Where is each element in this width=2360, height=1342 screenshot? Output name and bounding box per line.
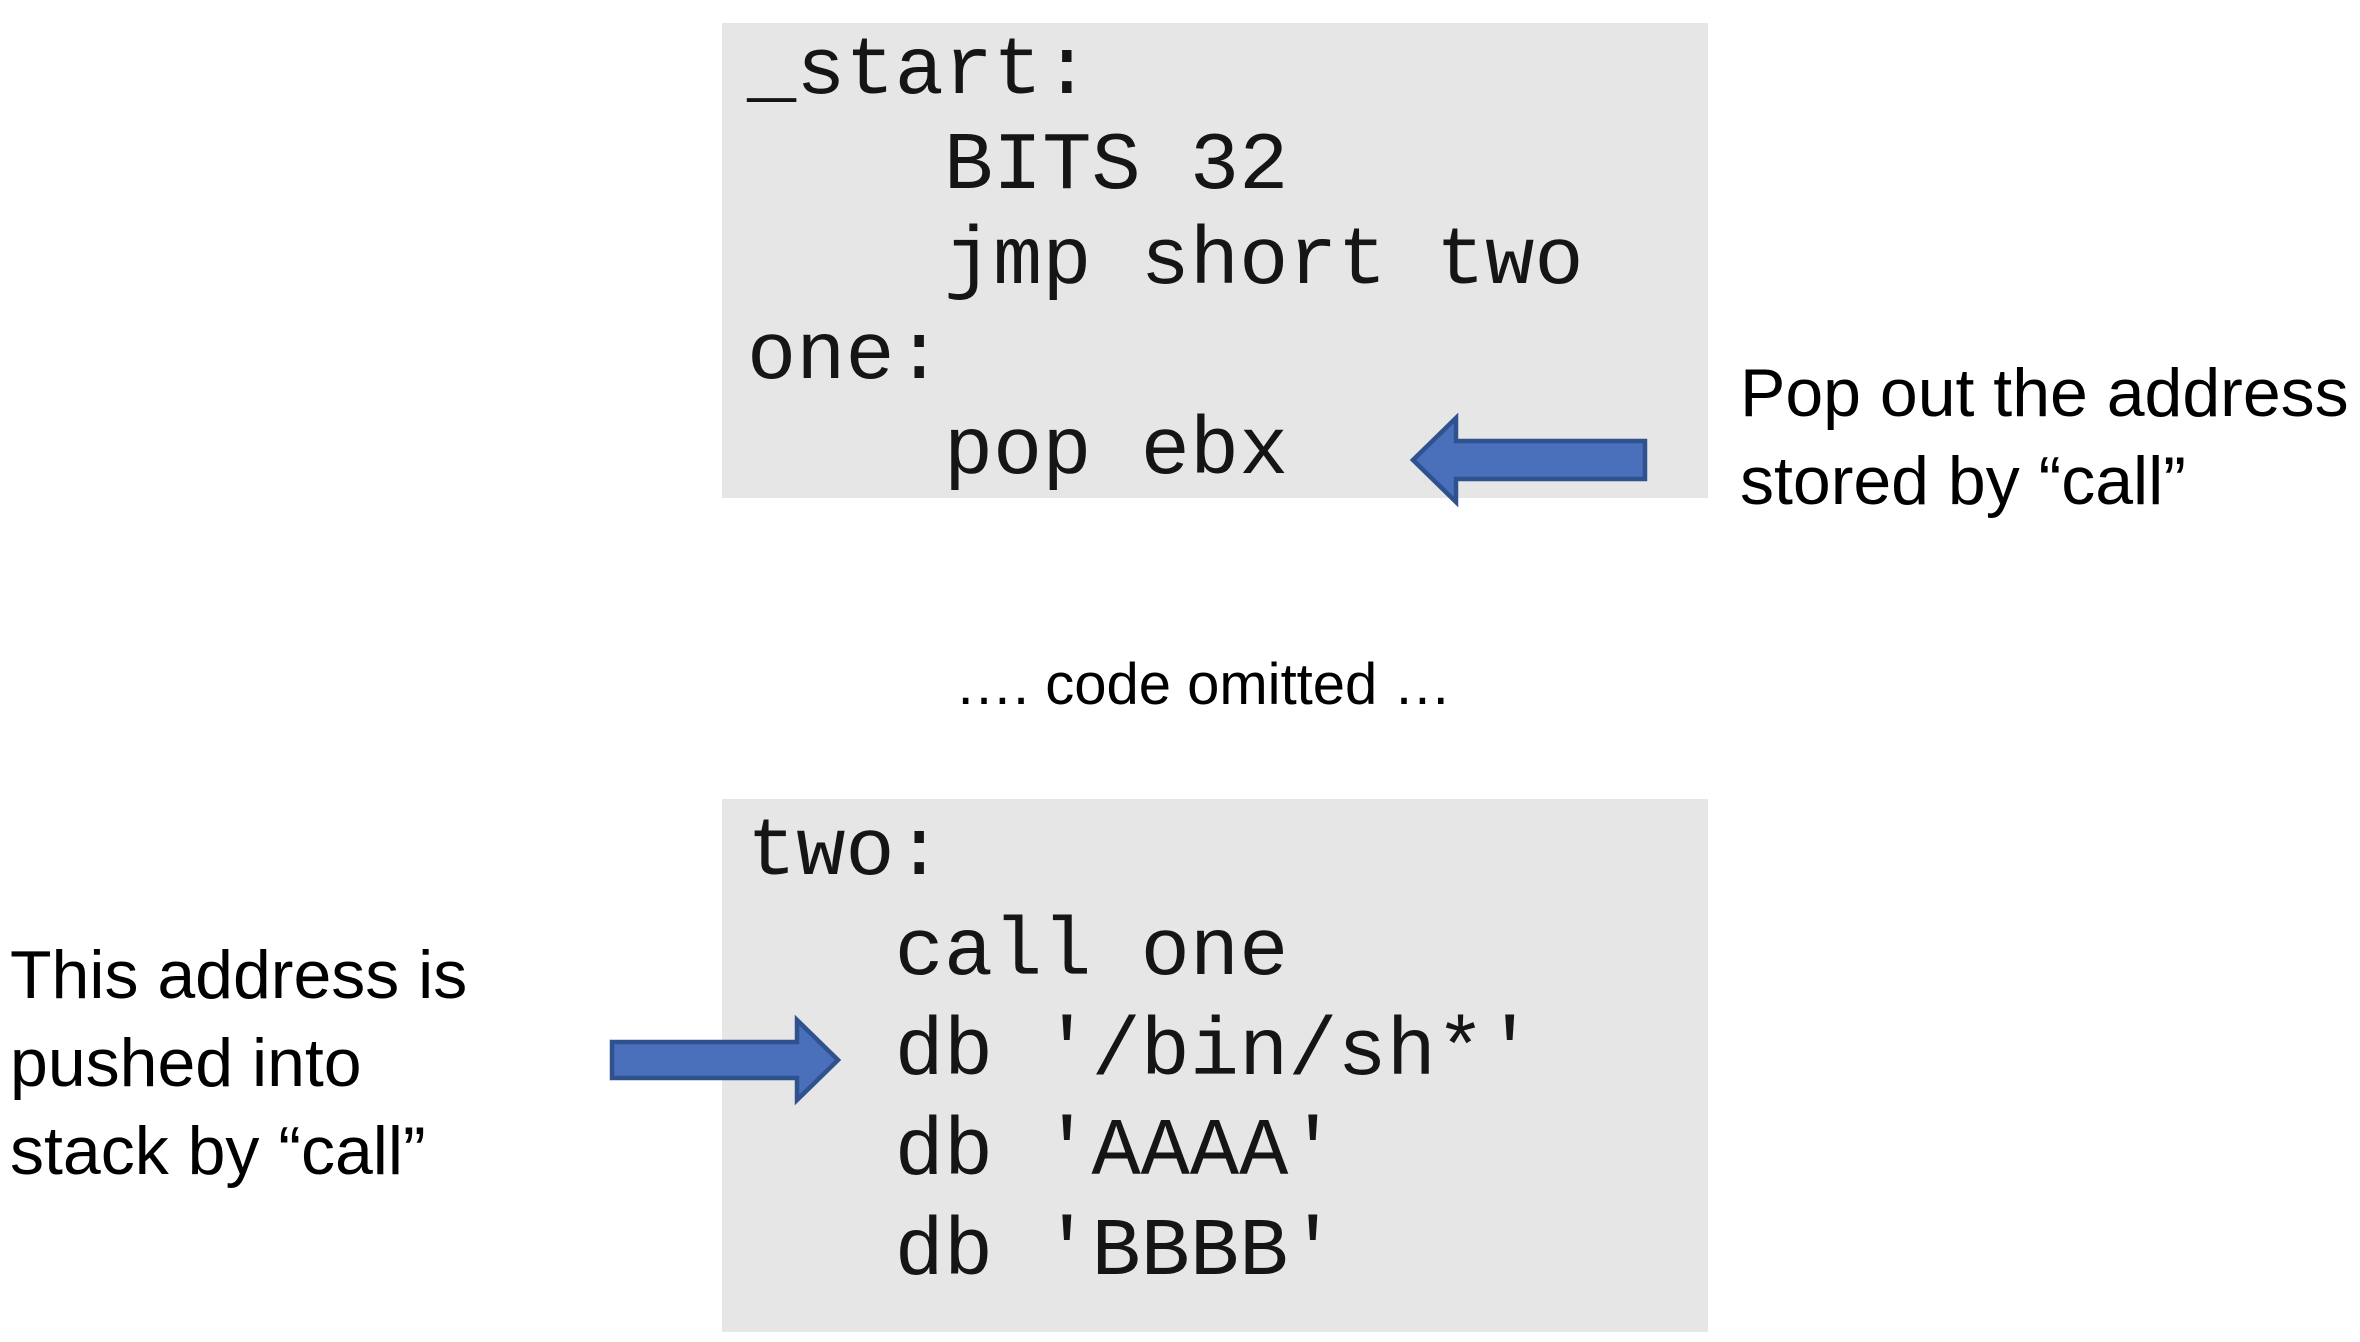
annotation-push-note-line1: This address is xyxy=(10,937,468,1013)
arrow-right-icon xyxy=(609,1014,842,1106)
code-omitted-label: …. code omitted … xyxy=(955,652,1452,717)
annotation-push-note: This address is pushed into stack by “ca… xyxy=(10,931,467,1195)
annotation-pop-note-line2: stored by “call” xyxy=(1740,443,2186,519)
annotation-push-note-line3: stack by “call” xyxy=(10,1113,426,1189)
arrow-left-icon xyxy=(1409,412,1648,508)
annotation-pop-note-line1: Pop out the address xyxy=(1740,355,2349,431)
code-block-two: two: call one db '/bin/sh*' db 'AAAA' db… xyxy=(722,799,1708,1332)
annotation-pop-note: Pop out the address stored by “call” xyxy=(1740,349,2349,525)
arrow-right-shape xyxy=(609,1014,842,1106)
code-block-start-one: _start: BITS 32 jmp short two one: pop e… xyxy=(722,23,1708,498)
arrow-left-shape xyxy=(1409,412,1648,508)
annotation-push-note-line2: pushed into xyxy=(10,1025,362,1101)
